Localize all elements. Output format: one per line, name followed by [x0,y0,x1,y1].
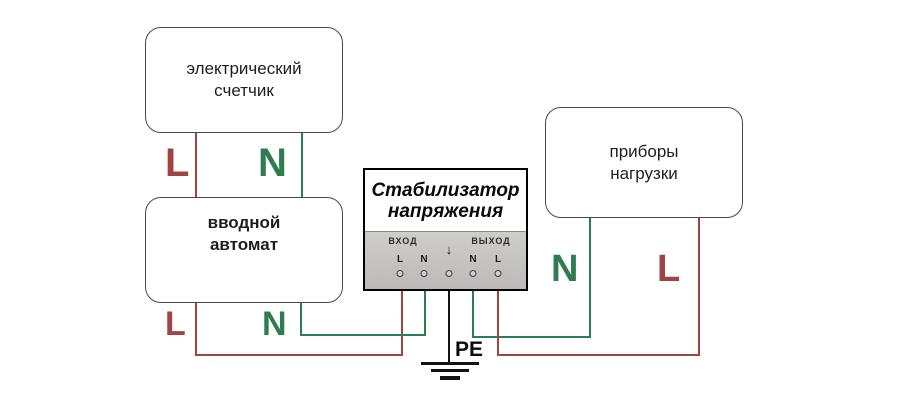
label-phase-top: L [165,141,190,185]
meter-box: электрический счетчик [145,27,343,133]
wire-phase-breaker-down [195,303,197,356]
wire-neutral-stab-output [472,291,474,338]
label-phase-out: L [657,248,681,290]
breaker-label-line1: вводной [207,213,281,232]
ground-arrow-icon: ↓ [445,242,453,257]
wire-neutral-load [589,218,591,338]
wire-phase-meter-breaker [195,133,197,197]
wire-phase-stab-output [497,291,499,356]
meter-label-line2: счетчик [214,81,274,100]
earth-symbol-bar1 [421,362,479,365]
terminal-n-in: N [420,254,428,265]
stabilizer-terminal-panel: ВХОД ВЫХОД L N ↓ N L [365,231,526,289]
label-phase-mid: L [165,305,186,343]
terminal-screw [445,270,453,277]
label-neutral-mid: N [262,305,287,343]
terminal-screw [469,270,477,277]
wire-neutral-breaker-down [300,303,302,336]
terminal-n-out: N [469,254,477,265]
wire-ground [448,291,450,363]
stabilizer-output-label: ВЫХОД [471,236,511,246]
terminal-l-in: L [396,254,404,265]
wire-phase-load [698,218,700,356]
wire-neutral-breaker-across [300,334,426,336]
terminal-screw [420,270,428,277]
load-label-line1: приборы [609,141,679,161]
label-neutral-top: N [258,141,287,185]
earth-symbol-bar3 [440,376,460,380]
terminal-screw [494,270,502,277]
stabilizer-title: Стабилизатор напряжения [365,170,526,231]
wire-neutral-output-across [472,336,591,338]
wire-neutral-stab-input [424,291,426,336]
earth-symbol-bar2 [431,369,469,372]
wire-phase-output-across [497,354,700,356]
wire-neutral-meter-breaker [301,133,303,197]
stabilizer-input-label: ВХОД [388,236,418,246]
breaker-label-line2: автомат [209,235,279,254]
meter-label-line1: электрический [186,59,302,78]
wire-phase-breaker-across [195,354,403,356]
stabilizer-title-line2: напряжения [387,200,504,222]
stabilizer-box: Стабилизатор напряжения ВХОД ВЫХОД L N ↓… [363,168,528,291]
terminal-screw [396,270,404,277]
label-neutral-out: N [551,248,579,290]
stabilizer-title-line1: Стабилизатор [371,179,520,201]
pe-label: PE [455,338,484,361]
load-label-line2: нагрузки [610,163,678,183]
terminal-l-out: L [494,254,502,265]
wire-phase-stab-input [401,291,403,356]
breaker-box: вводной автомат [145,197,343,303]
load-box: приборы нагрузки [545,107,743,218]
